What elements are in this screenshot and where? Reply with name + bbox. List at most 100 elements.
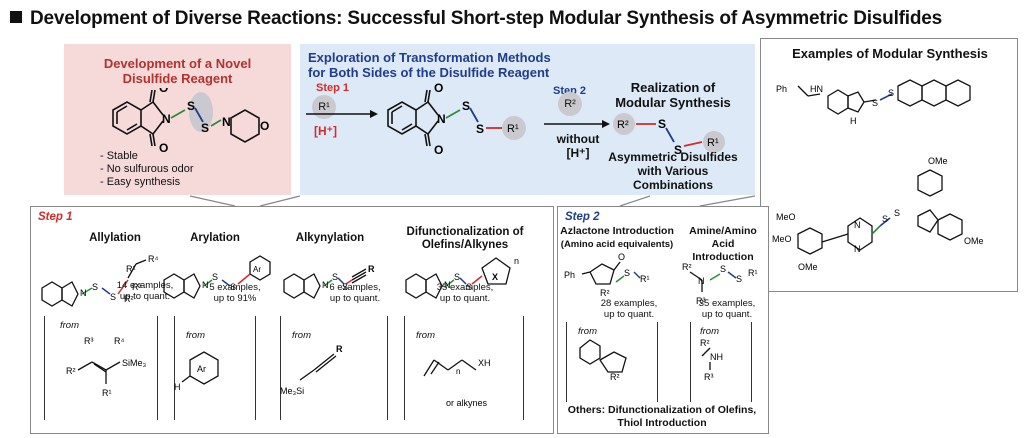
svg-text:R³: R³ (84, 336, 94, 346)
step2-arrow-icon (544, 120, 610, 128)
svg-text:S: S (230, 282, 236, 292)
azlactone-yield: 28 examples,up to quant. (600, 298, 658, 320)
page-title: Development of Diverse Reactions: Succes… (10, 8, 942, 30)
from-label: from (186, 330, 205, 341)
svg-text:N: N (202, 280, 209, 290)
svg-text:R¹: R¹ (707, 137, 719, 149)
transform-panel (300, 44, 755, 195)
allylation-yield: 14 examples,up to quant. (116, 280, 174, 302)
svg-text:S: S (872, 98, 878, 108)
svg-text:MeO: MeO (772, 234, 792, 244)
svg-text:R²: R² (66, 366, 76, 376)
svg-text:S: S (454, 272, 460, 282)
svg-text:S: S (720, 264, 726, 274)
svg-text:N: N (698, 276, 705, 286)
svg-text:R⁴: R⁴ (148, 254, 158, 264)
reaction-allylation-title: Allylation (89, 232, 141, 244)
svg-text:R²: R² (682, 262, 692, 272)
svg-text:S: S (110, 292, 116, 302)
svg-text:R¹: R¹ (748, 268, 758, 278)
alkynylation-yield: 6 examples,up to quant. (329, 282, 381, 304)
svg-text:S: S (212, 272, 218, 282)
svg-text:R²: R² (610, 372, 620, 380)
reagent-structure: O O N S S N O (112, 88, 269, 155)
product-description: Asymmetric Disulfides with Various Combi… (608, 150, 738, 192)
realization-heading: Realization of Modular Synthesis (615, 80, 731, 110)
svg-text:R⁴: R⁴ (114, 336, 124, 346)
highlight-ellipse (189, 92, 213, 132)
step1-products: N S S R⁴ R³ R² R¹ N S S Ar N S S R N S S… (41, 254, 519, 307)
svg-text:S: S (658, 117, 666, 131)
from-label: from (578, 326, 597, 337)
step1-arrow-icon (306, 110, 378, 118)
step1-box (30, 206, 554, 434)
svg-text:H: H (850, 116, 857, 126)
svg-text:S: S (187, 99, 195, 113)
svg-text:N: N (322, 280, 329, 290)
asymmetric-disulfide-structure: R² S S R¹ (613, 113, 725, 157)
reagent-features: - Stable - No sulfurous odor - Easy synt… (100, 150, 194, 188)
svg-text:Ph: Ph (564, 270, 575, 280)
no-acid-condition: without [H⁺] (556, 132, 600, 160)
svg-text:S: S (476, 122, 484, 136)
svg-text:O: O (434, 81, 443, 95)
svg-text:n: n (456, 367, 460, 376)
morpholine-ring (230, 109, 260, 143)
svg-text:R¹: R¹ (102, 388, 112, 398)
svg-text:N: N (437, 112, 446, 126)
svg-text:R³: R³ (132, 282, 142, 292)
svg-text:R³: R³ (696, 296, 706, 306)
svg-text:HN: HN (810, 84, 823, 94)
reaction-alkynylation-title: Alkynylation (295, 232, 365, 244)
examples-panel (760, 38, 1018, 292)
svg-text:OMe: OMe (928, 156, 948, 166)
step2-box-tag: Step 2 (565, 211, 600, 223)
arylation-from-bracket (174, 316, 256, 420)
step2-box (557, 206, 769, 434)
from-label: from (700, 326, 719, 337)
svg-text:R¹: R¹ (507, 123, 519, 135)
svg-text:H: H (174, 382, 181, 392)
svg-text:OMe: OMe (964, 236, 984, 246)
from-label: from (292, 330, 311, 341)
acid-condition: [H⁺] (314, 124, 337, 138)
svg-text:N: N (80, 288, 87, 298)
svg-text:R: R (368, 264, 375, 274)
svg-text:S: S (736, 274, 742, 284)
r2-reagent-badge: R² (558, 92, 582, 116)
svg-text:R²: R² (617, 119, 629, 131)
step1-label: Step 1 (316, 82, 350, 94)
arylation-yield: 5 examples,up to 91% (209, 282, 261, 304)
svg-text:Ph: Ph (776, 84, 787, 94)
svg-text:R¹: R¹ (126, 264, 136, 274)
svg-text:R¹: R¹ (640, 274, 650, 284)
step2-structures: Ph O S R¹ R² R² N R³ S S R¹ R² R² NH R³ (564, 252, 758, 380)
svg-text:N: N (854, 244, 861, 254)
svg-text:O: O (159, 141, 168, 155)
svg-text:MeO: MeO (776, 212, 796, 222)
reaction-amine-title: Amine/Amino Acid Introduction (689, 225, 757, 263)
svg-text:X: X (492, 272, 498, 282)
amine-yield: 35 examples,up to quant. (698, 298, 756, 320)
svg-text:O: O (260, 119, 269, 133)
difunctionalization-from-bracket (404, 316, 524, 420)
svg-text:S: S (624, 268, 630, 278)
svg-text:S: S (466, 282, 472, 292)
step1-box-tag: Step 1 (38, 211, 73, 223)
svg-text:OMe: OMe (798, 262, 818, 272)
svg-text:S: S (674, 143, 682, 157)
svg-text:n: n (514, 256, 519, 266)
step1-precursors: R³ R⁴ R² R¹ SiMe₃ Ar H Me₃Si R n XH or a… (66, 336, 491, 408)
svg-text:R: R (336, 344, 343, 354)
reaction-difunctionalization-title: Difunctionalization of Olefins/Alkynes (406, 226, 524, 251)
svg-text:R²: R² (124, 294, 134, 304)
reagent-heading: Development of a Novel Disulfide Reagent (103, 56, 252, 86)
svg-text:SiMe₃: SiMe₃ (122, 358, 147, 368)
svg-text:S: S (888, 88, 894, 98)
step2-others: Others: Difunctionalization of Olefins, … (567, 404, 757, 429)
title-bullet-icon (10, 11, 22, 23)
svg-text:R²: R² (600, 288, 610, 298)
examples-heading: Examples of Modular Synthesis (792, 46, 988, 61)
reaction-azlactone-title: Azlactone Introduction (Amino acid equiv… (560, 225, 674, 250)
difunctionalization-yield: 35 examples,up to quant. (436, 282, 494, 304)
